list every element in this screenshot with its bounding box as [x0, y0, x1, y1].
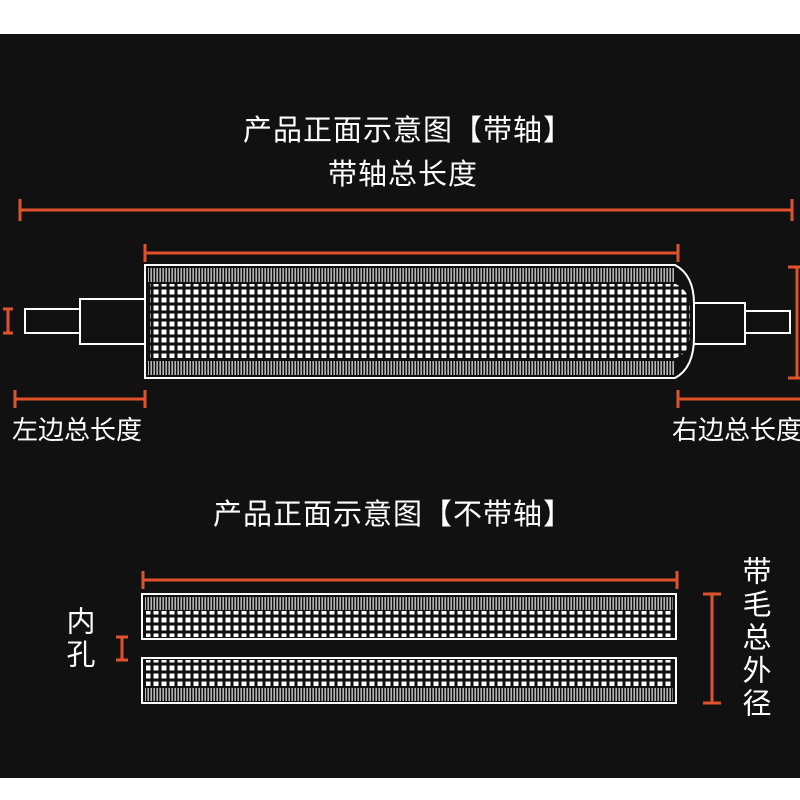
brush-lower-half: [141, 657, 677, 704]
brush-roller-body: [144, 264, 695, 379]
inner-hole-label: 内孔: [62, 606, 96, 672]
left-length-label: 左边总长度: [12, 416, 143, 446]
brush-length-dimension-bottom: [141, 571, 679, 589]
left-length-dimension: [13, 390, 147, 408]
total-length-label: 带轴总长度: [328, 157, 479, 191]
shaft-diameter-marker: [3, 307, 13, 335]
diagram-panel: [0, 34, 800, 778]
bottom-title: 产品正面示意图【不带轴】: [213, 497, 574, 531]
right-length-label: 右边总长度: [672, 416, 800, 446]
right-length-dimension: [676, 390, 800, 408]
outer-diameter-marker: [703, 592, 721, 705]
brush-upper-half: [141, 593, 677, 640]
inner-hole-marker: [116, 635, 128, 662]
total-length-dimension: [18, 199, 794, 221]
right-shaft: [693, 302, 791, 345]
brush-length-dimension: [143, 244, 680, 262]
outer-diameter-label: 带毛总外径: [738, 556, 772, 721]
top-title: 产品正面示意图【带轴】: [243, 113, 574, 147]
left-shaft: [24, 298, 145, 345]
roller-diameter-marker: [788, 265, 800, 380]
